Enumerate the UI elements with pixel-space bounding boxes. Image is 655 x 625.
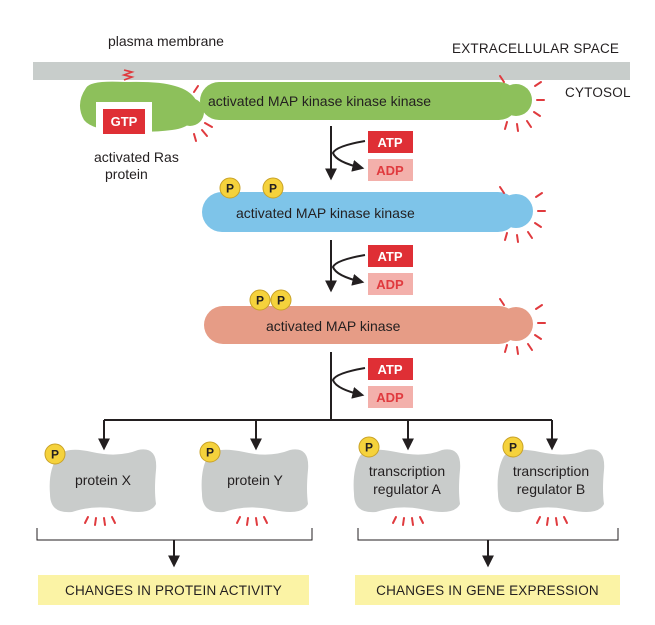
protein-y-blob bbox=[201, 449, 309, 513]
gtp-label: GTP bbox=[111, 114, 138, 129]
protein-y-phosphate: P bbox=[199, 441, 221, 463]
phosphate-label: P bbox=[226, 182, 234, 196]
cytosol-label: CYTOSOL bbox=[565, 85, 631, 100]
mapk-phosphate-1: P bbox=[249, 289, 271, 311]
changes-protein-activity-label: CHANGES IN PROTEIN ACTIVITY bbox=[65, 583, 282, 598]
protein-x-blob bbox=[49, 449, 157, 513]
membrane-anchor-icon bbox=[121, 69, 135, 81]
mapkkk-label: activated MAP kinase kinase kinase bbox=[208, 93, 431, 109]
adp-box-3 bbox=[368, 386, 413, 408]
protein-x-label: protein X bbox=[75, 472, 132, 488]
mapk-label: activated MAP kinase bbox=[266, 318, 401, 334]
atp-box-1 bbox=[368, 131, 413, 153]
mapk-phosphate-2: P bbox=[270, 289, 292, 311]
phosphate-label: P bbox=[51, 448, 59, 462]
mapkkk-activation-glow bbox=[499, 75, 545, 132]
activated-ras-label-line2: protein bbox=[105, 166, 148, 182]
changes-gene-expression-box bbox=[355, 575, 620, 605]
protein-x-phosphate: P bbox=[44, 443, 66, 465]
mapk-protein bbox=[204, 306, 533, 344]
atp-to-adp-arrow-1 bbox=[331, 140, 366, 172]
plasma-membrane-label: plasma membrane bbox=[108, 33, 224, 49]
transcription-regulator-a-activation-glow bbox=[392, 516, 424, 526]
plasma-membrane-bar bbox=[33, 62, 630, 80]
mapkkk-protein bbox=[200, 82, 532, 120]
atp-label-2: ATP bbox=[377, 249, 402, 264]
phosphate-label: P bbox=[277, 294, 285, 308]
phosphate-label: P bbox=[365, 441, 373, 455]
transcription-regulator-a-label-line1: transcription bbox=[369, 463, 445, 479]
mapk-activation-glow bbox=[499, 298, 546, 355]
protein-x-activation-glow bbox=[84, 516, 116, 526]
atp-box-3 bbox=[368, 358, 413, 380]
transcription-regulator-b-label-line1: transcription bbox=[513, 463, 589, 479]
mapkk-phosphate-1: P bbox=[219, 177, 241, 199]
phosphate-label: P bbox=[269, 182, 277, 196]
protein-y-label: protein Y bbox=[227, 472, 283, 488]
transcription-regulator-a-label-line2: regulator A bbox=[373, 481, 441, 497]
transcription-regulator-a-phosphate: P bbox=[358, 436, 380, 458]
transcription-regulator-b-phosphate: P bbox=[502, 436, 524, 458]
mapkk-label: activated MAP kinase kinase bbox=[236, 205, 415, 221]
atp-box-2 bbox=[368, 245, 413, 267]
atp-label-3: ATP bbox=[377, 362, 402, 377]
adp-box-1 bbox=[368, 159, 413, 181]
mapkk-protein bbox=[202, 192, 533, 232]
changes-protein-activity-box bbox=[38, 575, 309, 605]
transcription-regulator-a-blob bbox=[353, 449, 461, 513]
gtp-box bbox=[103, 109, 145, 134]
phosphate-label: P bbox=[509, 441, 517, 455]
atp-label-1: ATP bbox=[377, 135, 402, 150]
atp-to-adp-arrow-3 bbox=[331, 367, 366, 399]
mapkk-phosphate-2: P bbox=[262, 177, 284, 199]
mapkk-activation-glow bbox=[499, 186, 546, 243]
phosphate-label: P bbox=[256, 294, 264, 308]
bracket-protein-activity bbox=[36, 528, 313, 541]
adp-label-2: ADP bbox=[376, 277, 404, 292]
transcription-regulator-b-activation-glow bbox=[536, 516, 568, 526]
bracket-gene-expression bbox=[357, 528, 619, 541]
activated-ras-label-line1: activated Ras bbox=[94, 149, 179, 165]
adp-label-1: ADP bbox=[376, 163, 404, 178]
protein-y-activation-glow bbox=[236, 516, 268, 526]
phosphate-label: P bbox=[206, 446, 214, 460]
extracellular-space-label: EXTRACELLULAR SPACE bbox=[452, 41, 619, 56]
atp-to-adp-arrow-2 bbox=[331, 254, 366, 286]
transcription-regulator-b-blob bbox=[497, 449, 605, 513]
changes-gene-expression-label: CHANGES IN GENE EXPRESSION bbox=[376, 583, 599, 598]
adp-label-3: ADP bbox=[376, 390, 404, 405]
transcription-regulator-b-label-line2: regulator B bbox=[517, 481, 585, 497]
adp-box-2 bbox=[368, 273, 413, 295]
